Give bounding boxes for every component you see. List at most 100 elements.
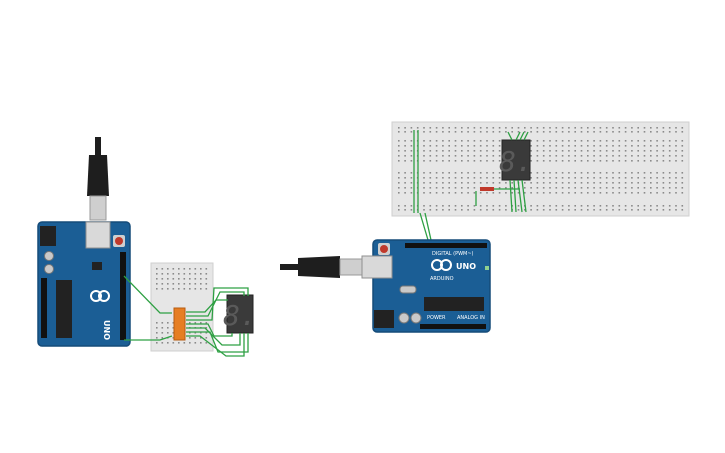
- seven-segment-display-left[interactable]: 8.: [223, 294, 257, 334]
- breadboard-hole: [178, 273, 180, 275]
- usb-cable-right[interactable]: [280, 256, 363, 278]
- breadboard-hole: [618, 205, 621, 207]
- breadboard-hole: [454, 172, 457, 174]
- wires-left[interactable]: [123, 275, 249, 357]
- breadboard-hole: [580, 160, 583, 162]
- breadboard-hole: [498, 131, 501, 133]
- breadboard-hole: [624, 182, 627, 184]
- breadboard-hole: [479, 205, 482, 207]
- breadboard-hole: [650, 172, 652, 174]
- breadboard-hole: [410, 155, 413, 157]
- breadboard-hole: [194, 278, 197, 280]
- breadboard-hole: [612, 209, 614, 211]
- breadboard-hole: [167, 273, 169, 275]
- breadboard-hole: [530, 182, 532, 184]
- breadboard-hole: [461, 209, 463, 211]
- breadboard-hole: [423, 140, 425, 142]
- breadboard-hole: [205, 268, 208, 270]
- arduino-uno-right[interactable]: UNO DIGITAL (PWM~) ARDUINO POWER ANALOG …: [361, 239, 491, 333]
- breadboard-hole: [423, 187, 425, 189]
- breadboard-hole: [637, 205, 639, 207]
- breadboard-hole: [568, 150, 570, 152]
- breadboard-mini[interactable]: [150, 262, 214, 352]
- breadboard-hole: [555, 209, 558, 211]
- seven-segment-display-right[interactable]: 8.: [499, 139, 533, 181]
- breadboard-hole: [479, 140, 482, 142]
- breadboard-hole: [161, 337, 164, 339]
- usb-cable-left[interactable]: [87, 137, 109, 221]
- breadboard-hole: [505, 127, 507, 129]
- breadboard-hole: [542, 160, 545, 162]
- breadboard-hole: [599, 127, 602, 129]
- breadboard-hole: [650, 131, 652, 133]
- breadboard-hole: [505, 182, 507, 184]
- breadboard-hole: [498, 160, 501, 162]
- arduino-logo-right: [431, 259, 452, 271]
- breadboard-hole: [398, 155, 400, 157]
- breadboard-hole: [429, 131, 432, 133]
- breadboard-hole: [580, 205, 583, 207]
- breadboard-hole: [448, 145, 450, 147]
- breadboard-hole: [624, 192, 627, 194]
- breadboard-hole: [650, 150, 652, 152]
- breadboard-hole: [404, 172, 406, 174]
- breadboard-hole: [479, 172, 482, 174]
- breadboard-hole: [498, 150, 501, 152]
- breadboard-hole: [555, 160, 558, 162]
- breadboard-hole: [650, 205, 652, 207]
- breadboard-hole: [536, 187, 539, 189]
- breadboard-hole: [643, 160, 646, 162]
- breadboard-hole: [656, 155, 658, 157]
- breadboard-hole: [461, 145, 463, 147]
- breadboard-hole: [398, 131, 400, 133]
- breadboard-hole: [467, 177, 469, 179]
- breadboard-full[interactable]: [391, 121, 690, 217]
- breadboard-hole: [662, 177, 665, 179]
- breadboard-hole: [404, 127, 406, 129]
- breadboard-hole: [423, 145, 425, 147]
- resistor[interactable]: [480, 187, 494, 191]
- breadboard-hole: [643, 131, 646, 133]
- breadboard-hole: [511, 187, 513, 189]
- breadboard-hole: [156, 268, 158, 270]
- breadboard-hole: [656, 177, 658, 179]
- breadboard-hole: [587, 140, 589, 142]
- breadboard-hole: [200, 278, 202, 280]
- breadboard-hole: [555, 145, 558, 147]
- breadboard-hole: [178, 268, 180, 270]
- arduino-uno-left[interactable]: UNO: [37, 221, 131, 347]
- breadboard-hole: [542, 182, 545, 184]
- breadboard-hole: [612, 177, 614, 179]
- breadboard-hole: [580, 140, 583, 142]
- breadboard-hole: [574, 209, 576, 211]
- breadboard-hole: [675, 145, 677, 147]
- breadboard-hole: [524, 127, 526, 129]
- breadboard-hole: [593, 187, 595, 189]
- breadboard-hole: [599, 140, 602, 142]
- breadboard-hole: [205, 283, 208, 285]
- breadboard-hole: [178, 278, 180, 280]
- breadboard-hole: [172, 283, 175, 285]
- breadboard-hole: [668, 209, 671, 211]
- breadboard-hole: [668, 140, 671, 142]
- breadboard-hole: [618, 192, 621, 194]
- breadboard-hole: [511, 131, 513, 133]
- breadboard-hole: [681, 209, 684, 211]
- breadboard-hole: [442, 145, 444, 147]
- breadboard-hole: [593, 140, 595, 142]
- breadboard-hole: [205, 278, 208, 280]
- breadboard-hole: [536, 140, 539, 142]
- breadboard-hole: [435, 172, 438, 174]
- breadboard-hole: [568, 160, 570, 162]
- breadboard-hole: [172, 327, 175, 329]
- breadboard-hole: [549, 127, 551, 129]
- breadboard-hole: [473, 177, 476, 179]
- breadboard-hole: [643, 187, 646, 189]
- breadboard-hole: [200, 288, 202, 290]
- breadboard-hole: [574, 182, 576, 184]
- wires-right[interactable]: [413, 130, 529, 241]
- breadboard-hole: [183, 342, 186, 344]
- breadboard-hole: [486, 192, 488, 194]
- breadboard-hole: [681, 140, 684, 142]
- breadboard-hole: [549, 192, 551, 194]
